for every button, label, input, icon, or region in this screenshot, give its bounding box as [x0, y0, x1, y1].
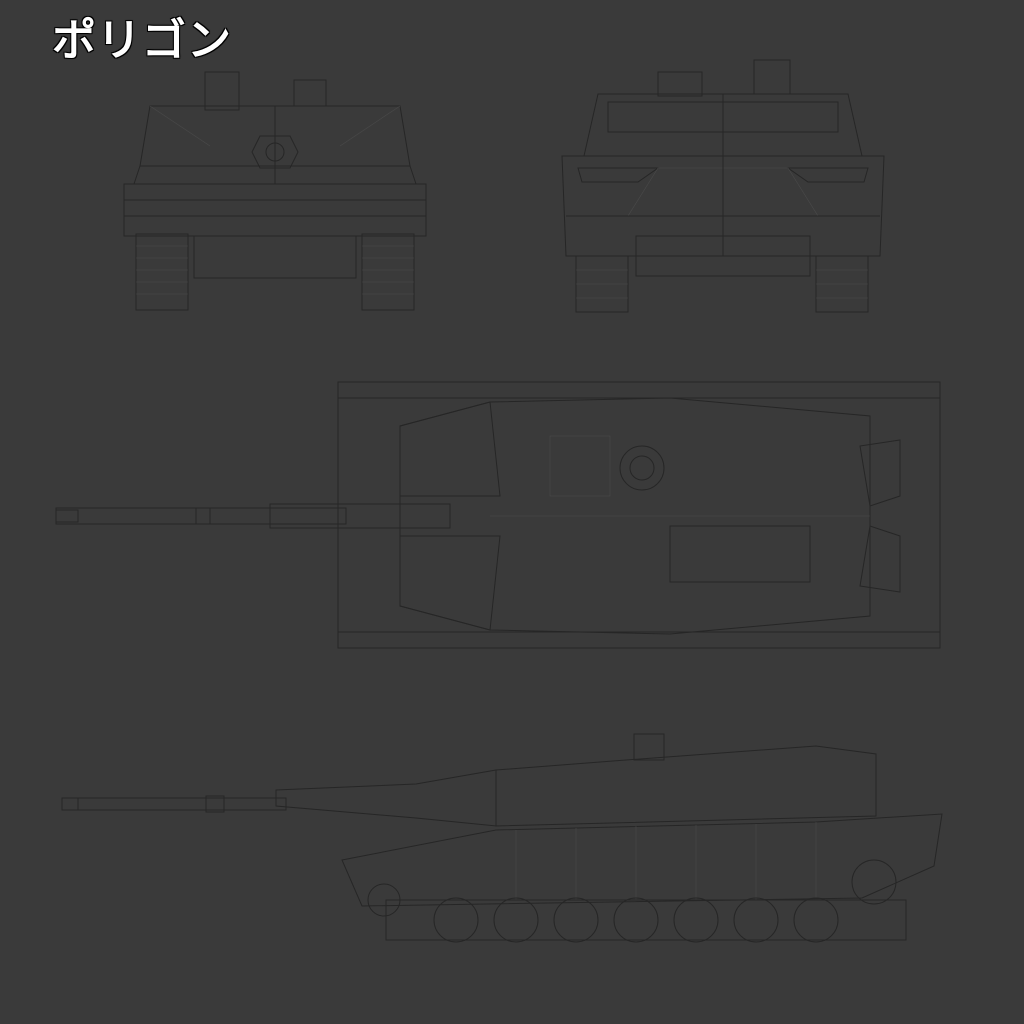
tank-front-view: [123, 71, 427, 311]
tank-top-view: [55, 381, 941, 649]
page-title: ポリゴン: [52, 15, 232, 66]
tank-rear-view: [561, 59, 885, 313]
tank-side-view: [61, 733, 943, 943]
